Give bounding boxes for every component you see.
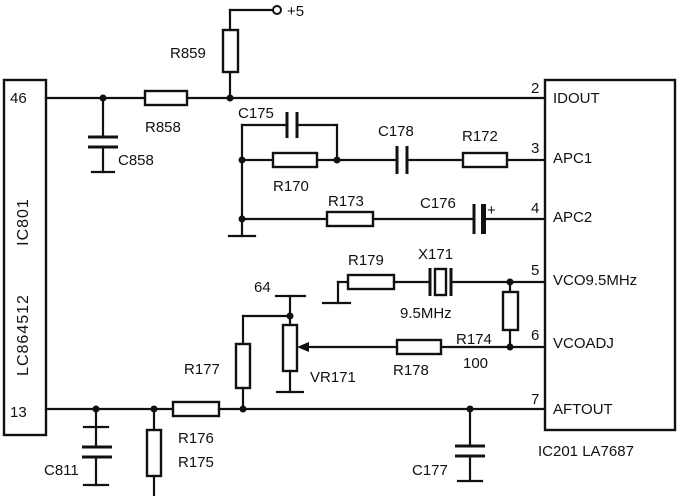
r178-resistor [395,338,443,356]
vr171-label: VR171 [310,369,356,386]
supply-label: +5 [287,3,304,20]
r173-label: R173 [328,193,364,210]
r179-resistor [346,273,396,291]
ic-left: IC801 LC864512 46 13 [2,78,48,437]
r170-label: R170 [273,178,309,195]
r172-resistor [461,151,509,169]
node-64-label: 64 [254,279,271,296]
pin-6-label: VCOADJ [553,335,614,352]
vr171-potentiometer [281,323,299,373]
pin-5-label: VCO9.5MHz [553,272,637,289]
ic-left-pin-46: 46 [10,90,27,107]
c177-label: C177 [412,462,448,479]
pin-4-number: 4 [531,200,539,217]
r172-label: R172 [462,128,498,145]
c858-label: C858 [118,152,154,169]
apc-net: C175 R170 C178 R172 R173 + C176 [227,105,547,238]
pin-4-label: APC2 [553,209,592,226]
r174-label: R174 [456,331,492,348]
vco-net: R179 X171 9.5MHz R174 100 R178 [297,246,547,379]
r859-label: R859 [170,45,206,62]
r177-resistor [234,342,252,390]
pin-5-number: 5 [531,262,539,279]
supply-terminal [272,5,282,15]
r858-label: R858 [145,119,181,136]
r173-resistor [325,210,375,228]
pin-7-number: 7 [531,391,539,408]
vr171-wiper-arrow-icon [297,342,309,352]
r177-label: R177 [184,361,220,378]
c178-label: C178 [378,123,414,140]
pin-2-number: 2 [531,80,539,97]
r175-label: R175 [178,454,214,471]
x171-label: X171 [418,246,453,263]
pin-3-label: APC1 [553,150,592,167]
r174-resistor [501,290,520,332]
c176-negative-plate [481,204,486,234]
r174-value: 100 [463,355,488,372]
c811-label: C811 [44,462,79,479]
pin-7-label: AFTOUT [553,401,613,418]
ic-left-part: LC864512 [15,294,32,376]
r179-label: R179 [348,252,384,269]
ic-right: IDOUT APC1 APC2 VCO9.5MHz VCOADJ AFTOUT … [531,78,677,460]
r859-resistor [221,28,240,74]
pin-2-label: IDOUT [553,90,600,107]
ic-left-body [2,78,48,437]
r170-resistor [271,151,319,169]
x171-crystal [433,267,448,297]
r176-label: R176 [178,430,214,447]
ic-right-body [543,78,677,432]
pin-3-number: 3 [531,140,539,157]
idout-net: R858 C858 +5 R859 [44,3,547,174]
ic-left-name: IC801 [15,198,32,246]
c176-plus-icon: + [487,202,496,219]
ic-left-pin-13: 13 [10,404,27,421]
aftout-net: R176 C811 R175 C177 [44,400,547,496]
r178-label: R178 [393,362,429,379]
pin-6-number: 6 [531,327,539,344]
r858-resistor [143,89,189,107]
r176-resistor [171,400,221,418]
r175-resistor [145,428,163,478]
c176-label: C176 [420,195,456,212]
x171-value: 9.5MHz [400,305,452,322]
adjust-net: 64 VR171 R177 [184,279,356,411]
ic-right-caption: IC201 LA7687 [538,443,634,460]
c175-label: C175 [238,105,274,122]
